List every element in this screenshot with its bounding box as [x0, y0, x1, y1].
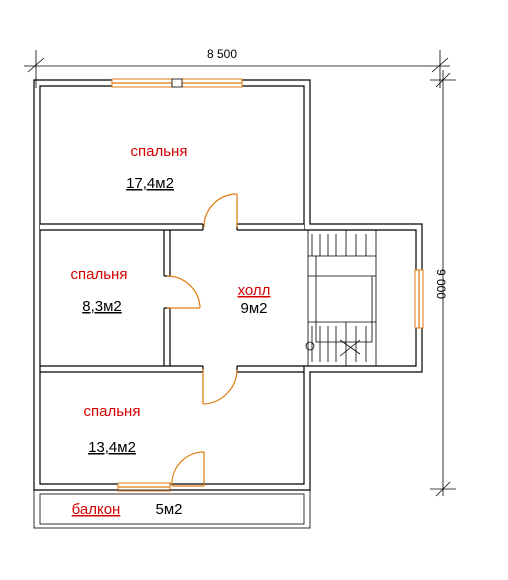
outer-walls	[33, 79, 423, 491]
room-area: 8,3м2	[82, 298, 122, 315]
interior-walls	[40, 223, 304, 373]
room-name: спальня	[84, 403, 141, 420]
width-dimension-label: 8 500	[207, 47, 237, 61]
height-dimension: 9 000	[430, 70, 456, 497]
height-dimension-label: 9 000	[434, 269, 448, 299]
room-area: 5м2	[156, 501, 183, 518]
room-name: спальня	[131, 143, 188, 160]
width-dimension: 8 500	[24, 47, 450, 88]
room-name: балкон	[72, 501, 121, 518]
room-name: холл	[238, 282, 271, 299]
doors	[166, 193, 238, 487]
room-label-bedroom-middle: спальня 8,3м2	[71, 266, 128, 315]
room-area: 13,4м2	[88, 439, 136, 456]
windows	[111, 78, 424, 492]
room-label-bedroom-bottom: спальня 13,4м2	[84, 403, 141, 456]
room-area: 9м2	[241, 300, 268, 317]
room-label-balcony: балкон 5м2	[72, 501, 183, 518]
room-name: спальня	[71, 266, 128, 283]
staircase	[305, 230, 377, 366]
room-label-hall: холл 9м2	[238, 282, 271, 317]
room-label-bedroom-top: спальня 17,4м2	[126, 143, 187, 192]
balcony	[33, 489, 311, 529]
room-area: 17,4м2	[126, 175, 174, 192]
